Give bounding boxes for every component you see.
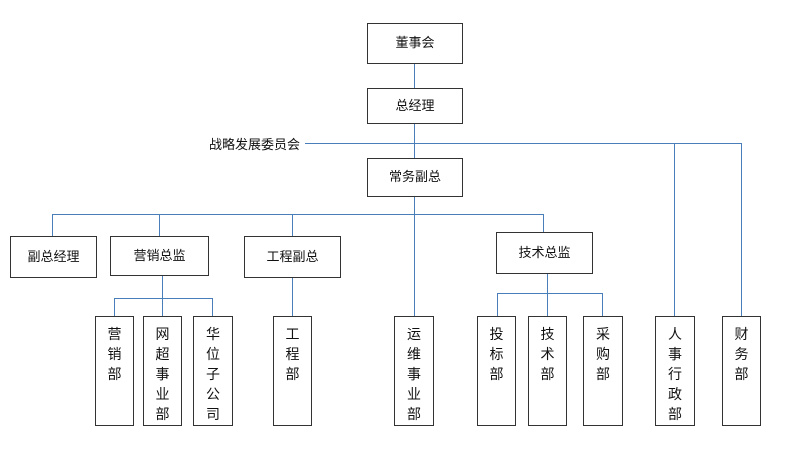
connector-exec-down [414,197,415,316]
finance-dept-box: 财务部 [722,316,761,426]
supermarket-division-label: 网超事业部 [155,327,170,423]
connector-marketing-branch [114,298,213,299]
connector-to-supermarket [162,298,163,316]
board-label: 董事会 [395,36,435,51]
executive-vp-label: 常务副总 [388,170,441,185]
connector-to-technology [547,293,548,316]
connector-tech-down [547,274,548,293]
engineering-vp-box: 工程副总 [244,236,341,278]
supermarket-division-box: 网超事业部 [143,316,182,426]
marketing-director-box: 营销总监 [110,236,209,276]
connector-to-tech-director [543,214,544,232]
operations-division-label: 运维事业部 [407,327,421,423]
bidding-dept-box: 投标部 [477,316,516,426]
board-box: 董事会 [367,23,463,64]
technology-dept-box: 技术部 [528,316,567,426]
purchasing-dept-box: 采购部 [583,316,623,426]
executive-vp-box: 常务副总 [367,158,463,197]
connector-to-deputy-gm [52,214,53,236]
engineering-vp-label: 工程副总 [266,249,319,265]
deputy-gm-label: 副总经理 [27,249,80,265]
huawei-subsidiary-box: 华位子公司 [193,316,233,426]
general-manager-label: 总经理 [395,98,435,114]
strategy-committee-label: 战略发展委员会 [208,137,300,153]
general-manager-box: 总经理 [367,88,463,124]
connector-to-marketing-director [159,214,160,236]
connector-engineering-down [292,278,293,316]
connector-to-hr [674,143,675,316]
connector-gm-exec [414,124,415,158]
technology-dept-label: 技术部 [540,327,555,383]
bidding-dept-label: 投标部 [489,327,504,383]
deputy-gm-box: 副总经理 [10,236,97,278]
connector-marketing-down [162,276,163,298]
engineering-dept-box: 工程部 [273,316,312,426]
finance-dept-label: 财务部 [734,327,749,383]
hr-admin-dept-label: 人事行政部 [668,327,682,423]
connector-tech-branch [497,293,603,294]
purchasing-dept-label: 采购部 [596,327,610,383]
hr-admin-dept-box: 人事行政部 [655,316,695,426]
strategy-committee-box: 战略发展委员会 [204,134,305,156]
connector-to-purchasing [602,293,603,316]
tech-director-label: 技术总监 [518,245,571,261]
connector-to-engineering-vp [292,214,293,236]
connector-to-marketing-dept [114,298,115,316]
tech-director-box: 技术总监 [496,232,593,274]
connector-exec-branch [52,214,544,215]
marketing-dept-box: 营销部 [95,316,134,426]
marketing-director-label: 营销总监 [133,248,186,264]
huawei-subsidiary-label: 华位子公司 [206,327,220,423]
engineering-dept-label: 工程部 [285,327,300,383]
marketing-dept-label: 营销部 [107,327,122,383]
connector-to-finance [741,143,742,316]
connector-strategy-horizontal [305,143,742,144]
connector-board-gm [414,64,415,88]
connector-to-bidding [497,293,498,316]
connector-to-huawei [212,298,213,316]
operations-division-box: 运维事业部 [394,316,434,426]
